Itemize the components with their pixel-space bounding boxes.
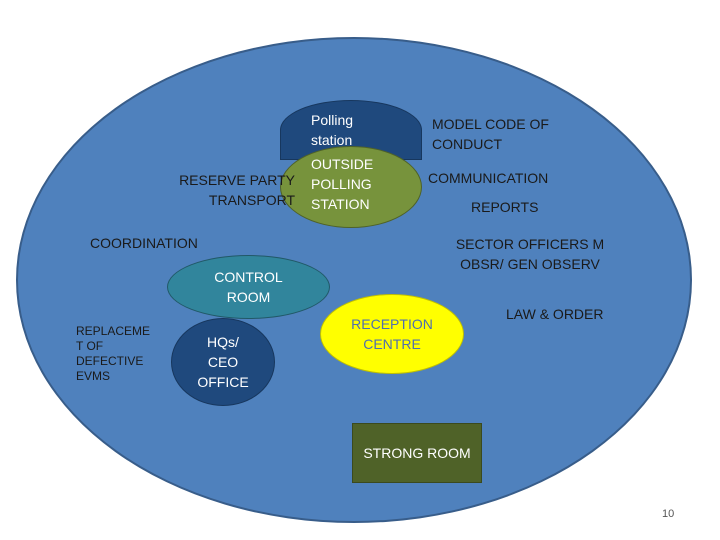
polling-station-label: Polling station	[311, 112, 354, 148]
strong-room-node: STRONG ROOM	[352, 423, 482, 483]
communication-label: COMMUNICATION	[428, 170, 549, 186]
strong-room-label: STRONG ROOM	[363, 445, 471, 461]
model-code-label: MODEL CODE OF CONDUCT	[432, 116, 549, 152]
control-room-node: CONTROL ROOM	[167, 255, 330, 319]
coordination-label: COORDINATION	[90, 235, 198, 251]
reserve-party-label: RESERVE PARTY TRANSPORT	[179, 172, 295, 208]
replacement-evms-label: REPLACEME T OF DEFECTIVE EVMS	[76, 324, 151, 383]
law-order-label: LAW & ORDER	[506, 306, 604, 322]
hqs-ceo-office-node: HQs/ CEO OFFICE	[171, 318, 275, 406]
sector-officers-label: SECTOR OFFICERS M OBSR/ GEN OBSERV	[455, 236, 605, 272]
reception-centre-label: RECEPTION CENTRE	[351, 316, 433, 352]
control-room-label: CONTROL ROOM	[214, 269, 283, 305]
outside-polling-station-label: OUTSIDE POLLING STATION	[311, 156, 374, 212]
hqs-ceo-office-label: HQs/ CEO OFFICE	[197, 334, 249, 390]
reports-label: REPORTS	[471, 199, 539, 215]
reception-centre-node: RECEPTION CENTRE	[320, 294, 464, 374]
page-number: 10	[662, 508, 675, 520]
outside-polling-station-node: OUTSIDE POLLING STATION	[280, 146, 422, 228]
